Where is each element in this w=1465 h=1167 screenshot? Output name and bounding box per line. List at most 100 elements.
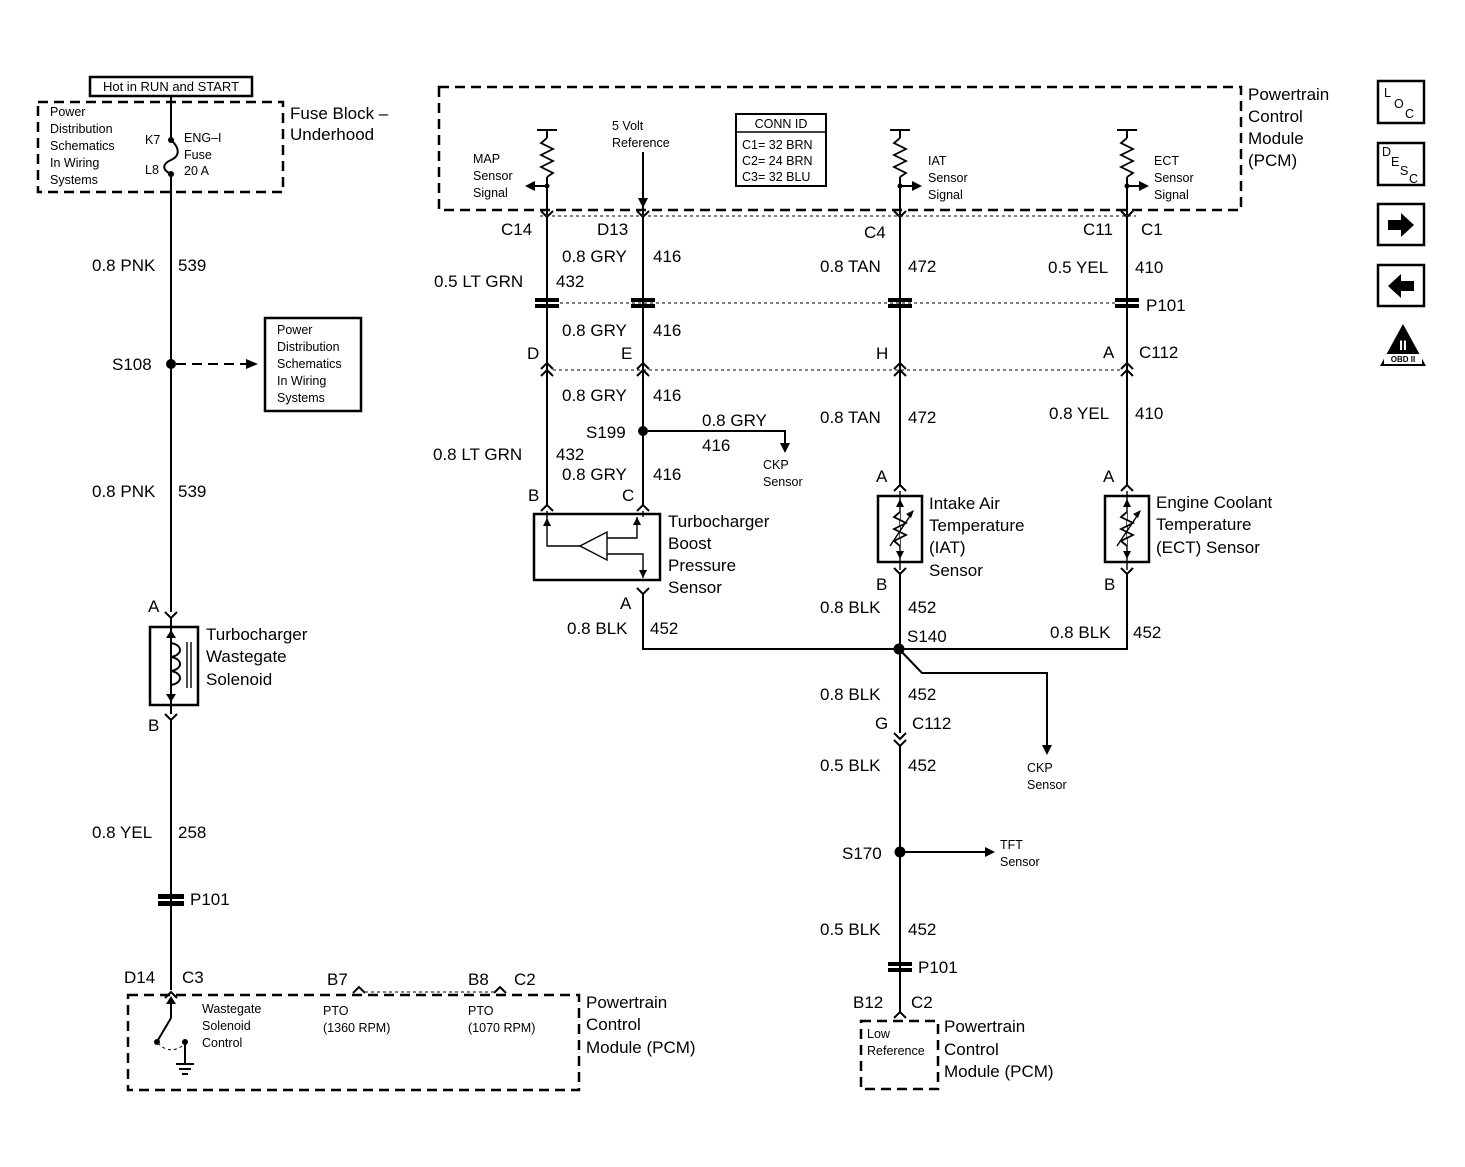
fuse-element (163, 139, 179, 175)
svg-text:C: C (1405, 107, 1414, 121)
svg-text:Signal: Signal (928, 188, 963, 202)
ckp-sensor-label-2: CKP Sensor (1027, 761, 1067, 792)
pin-b7-terminal (352, 985, 366, 994)
svg-text:Sensor: Sensor (473, 169, 513, 183)
pcm-bottom-conn-c2: C2 (514, 970, 536, 989)
desc-icon[interactable]: D E S C (1376, 141, 1426, 187)
boost-pin-b: B (528, 486, 539, 505)
s108-arrow-head (246, 359, 258, 369)
gnd-c112-label: C112 (912, 714, 951, 733)
iat-pin-c4: C4 (864, 223, 886, 242)
wire3-circuit: 258 (178, 823, 206, 842)
gnd-wire3-circuit: 452 (908, 920, 936, 939)
loc-icon[interactable]: L O C (1376, 79, 1426, 125)
svg-text:Engine Coolant: Engine Coolant (1156, 493, 1273, 512)
solenoid-pin-a: A (148, 597, 160, 616)
boost-pin-c14: C14 (501, 220, 532, 239)
svg-text:Temperature: Temperature (1156, 515, 1251, 534)
ect-ground-color: 0.8 BLK (1050, 623, 1111, 642)
svg-text:O: O (1394, 97, 1404, 111)
pcm-bottom-left-title: Powertrain Control Module (PCM) (586, 993, 696, 1057)
svg-text:Fuse: Fuse (184, 148, 212, 162)
pcm-pin-d14: D14 (124, 968, 155, 987)
conn-id-title: CONN ID (755, 117, 808, 131)
svg-text:Turbocharger: Turbocharger (668, 512, 770, 531)
switch-dotted-link (157, 1042, 186, 1051)
svg-text:Boost: Boost (668, 534, 712, 553)
iat-pin-a-terminal (893, 483, 907, 492)
gnd-wire1-circuit: 452 (908, 685, 936, 704)
s140-ckp-wire (898, 648, 1048, 745)
tft-sensor-label: TFT Sensor (1000, 838, 1040, 869)
ect-pin-c1: C1 (1141, 220, 1163, 239)
svg-text:Sensor: Sensor (668, 578, 722, 597)
arrow-right-icon[interactable] (1376, 202, 1426, 247)
solenoid-arrow-down (166, 694, 176, 702)
iat-thermistor (889, 491, 914, 570)
svg-text:Schematics: Schematics (277, 357, 342, 371)
ckp-wire-circuit: 416 (702, 436, 730, 455)
pto1-label: PTO (1360 RPM) (323, 1004, 390, 1035)
svg-text:Wastegate: Wastegate (202, 1002, 261, 1016)
gnd-wire2-circuit: 452 (908, 756, 936, 775)
svg-text:Sensor: Sensor (929, 561, 983, 580)
splice-s199-label: S199 (586, 423, 626, 442)
fuse-name: ENG–I Fuse 20 A (184, 131, 222, 178)
ect-pin-a-terminal (1120, 483, 1134, 492)
solenoid-pin-b-terminal (164, 713, 178, 722)
ect-thermistor (1116, 491, 1141, 570)
svg-text:(PCM): (PCM) (1248, 151, 1297, 170)
splice-s170 (894, 846, 906, 858)
iat-ground-color: 0.8 BLK (820, 598, 881, 617)
svg-text:S: S (1400, 164, 1408, 178)
svg-text:(1360 RPM): (1360 RPM) (323, 1021, 390, 1035)
ref-wire2-circuit: 416 (653, 321, 681, 340)
c112-pin-d: D (527, 344, 539, 363)
wire1-circuit: 539 (178, 256, 206, 275)
svg-text:MAP: MAP (473, 152, 500, 166)
svg-text:C: C (1409, 172, 1418, 186)
svg-text:C2= 24 BRN: C2= 24 BRN (742, 154, 813, 168)
svg-text:ENG–I: ENG–I (184, 131, 222, 145)
p101-left-label: P101 (190, 890, 230, 909)
svg-text:Schematics: Schematics (50, 139, 115, 153)
svg-text:Powertrain: Powertrain (944, 1017, 1025, 1036)
gnd-c112-pin-g: G (875, 714, 888, 733)
pcm-bottom-right-box (859, 1019, 940, 1091)
ect-wire1-circuit: 410 (1135, 258, 1163, 277)
wire1-color: 0.8 PNK (92, 256, 156, 275)
svg-text:Control: Control (202, 1036, 242, 1050)
splice-s140-label: S140 (907, 627, 947, 646)
ref-wire2-color: 0.8 GRY (562, 321, 627, 340)
fuse-block-box (36, 100, 285, 194)
gnd-wire1-color: 0.8 BLK (820, 685, 881, 704)
svg-text:IAT: IAT (928, 154, 947, 168)
pcm-top-title: Powertrain Control Module (PCM) (1248, 85, 1329, 170)
iat-wire1-color: 0.8 TAN (820, 257, 881, 276)
svg-text:Powertrain: Powertrain (1248, 85, 1329, 104)
obd-ii-icon[interactable]: II OBD II (1380, 324, 1426, 366)
iat-pin-a: A (876, 467, 888, 486)
boost-sensor-internal (543, 511, 647, 578)
svg-text:(ECT) Sensor: (ECT) Sensor (1156, 538, 1260, 557)
boost-pin-a: A (620, 594, 632, 613)
svg-text:Temperature: Temperature (929, 516, 1024, 535)
svg-text:In Wiring: In Wiring (50, 156, 99, 170)
ect-pin-c11: C11 (1083, 220, 1113, 239)
ect-wire1-color: 0.5 YEL (1048, 258, 1108, 277)
arrow-left-icon[interactable] (1376, 263, 1426, 308)
svg-text:Reference: Reference (612, 136, 670, 150)
wastegate-control-arrow (166, 996, 176, 1004)
svg-text:Solenoid: Solenoid (206, 670, 272, 689)
map-pullup (525, 129, 557, 215)
svg-text:CKP: CKP (763, 458, 789, 472)
s108-ref-text: Power Distribution Schematics In Wiring … (277, 323, 342, 405)
ect-pullup (1117, 129, 1149, 215)
gnd-wire3-color: 0.5 BLK (820, 920, 881, 939)
s199-ckp-wire (648, 430, 786, 443)
boost-pin-d13: D13 (597, 220, 628, 239)
fuse-pin-l8: L8 (145, 163, 159, 177)
iat-wire2-circuit: 472 (908, 408, 936, 427)
gnd-pcm-terminal (893, 1010, 907, 1019)
